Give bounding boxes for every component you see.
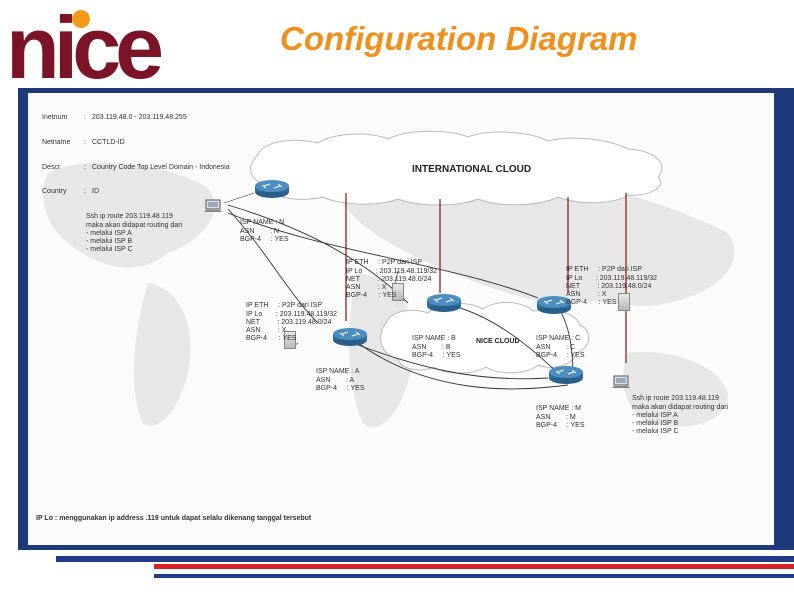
- decorative-stripe: [56, 556, 794, 562]
- ip-lo-note: IP Lo : menggunakan ip address .119 untu…: [36, 515, 312, 522]
- international-cloud-label: INTERNATIONAL CLOUD: [412, 164, 532, 175]
- page-title: Configuration Diagram: [280, 20, 638, 57]
- configuration-diagram: Inetnum:203.119.48.0 - 203.119.48.255 Ne…: [28, 93, 774, 545]
- router-icon: [427, 294, 461, 312]
- laptop-icon: [204, 199, 222, 212]
- logo-text: nice: [6, 0, 164, 97]
- router-icon: [333, 328, 367, 346]
- decorative-stripe: [154, 574, 794, 578]
- nice-logo: nice: [6, 4, 192, 92]
- decorative-stripe: [154, 564, 794, 569]
- router-icon: [537, 296, 571, 314]
- router-icon: [255, 180, 289, 198]
- international-cloud-shape: [250, 130, 663, 206]
- cctld-info: Inetnum:203.119.48.0 - 203.119.48.255 Ne…: [42, 114, 230, 196]
- network-links: [43, 130, 735, 428]
- nice-cloud-label: NICE CLOUD: [476, 338, 520, 345]
- server-icon: [284, 331, 296, 349]
- nice-cloud-shape: [380, 302, 590, 374]
- router-icon: [549, 366, 583, 384]
- server-icon: [618, 293, 630, 311]
- server-icon: [392, 283, 404, 301]
- laptop-icon: [612, 375, 630, 388]
- logo-dot: [72, 10, 90, 28]
